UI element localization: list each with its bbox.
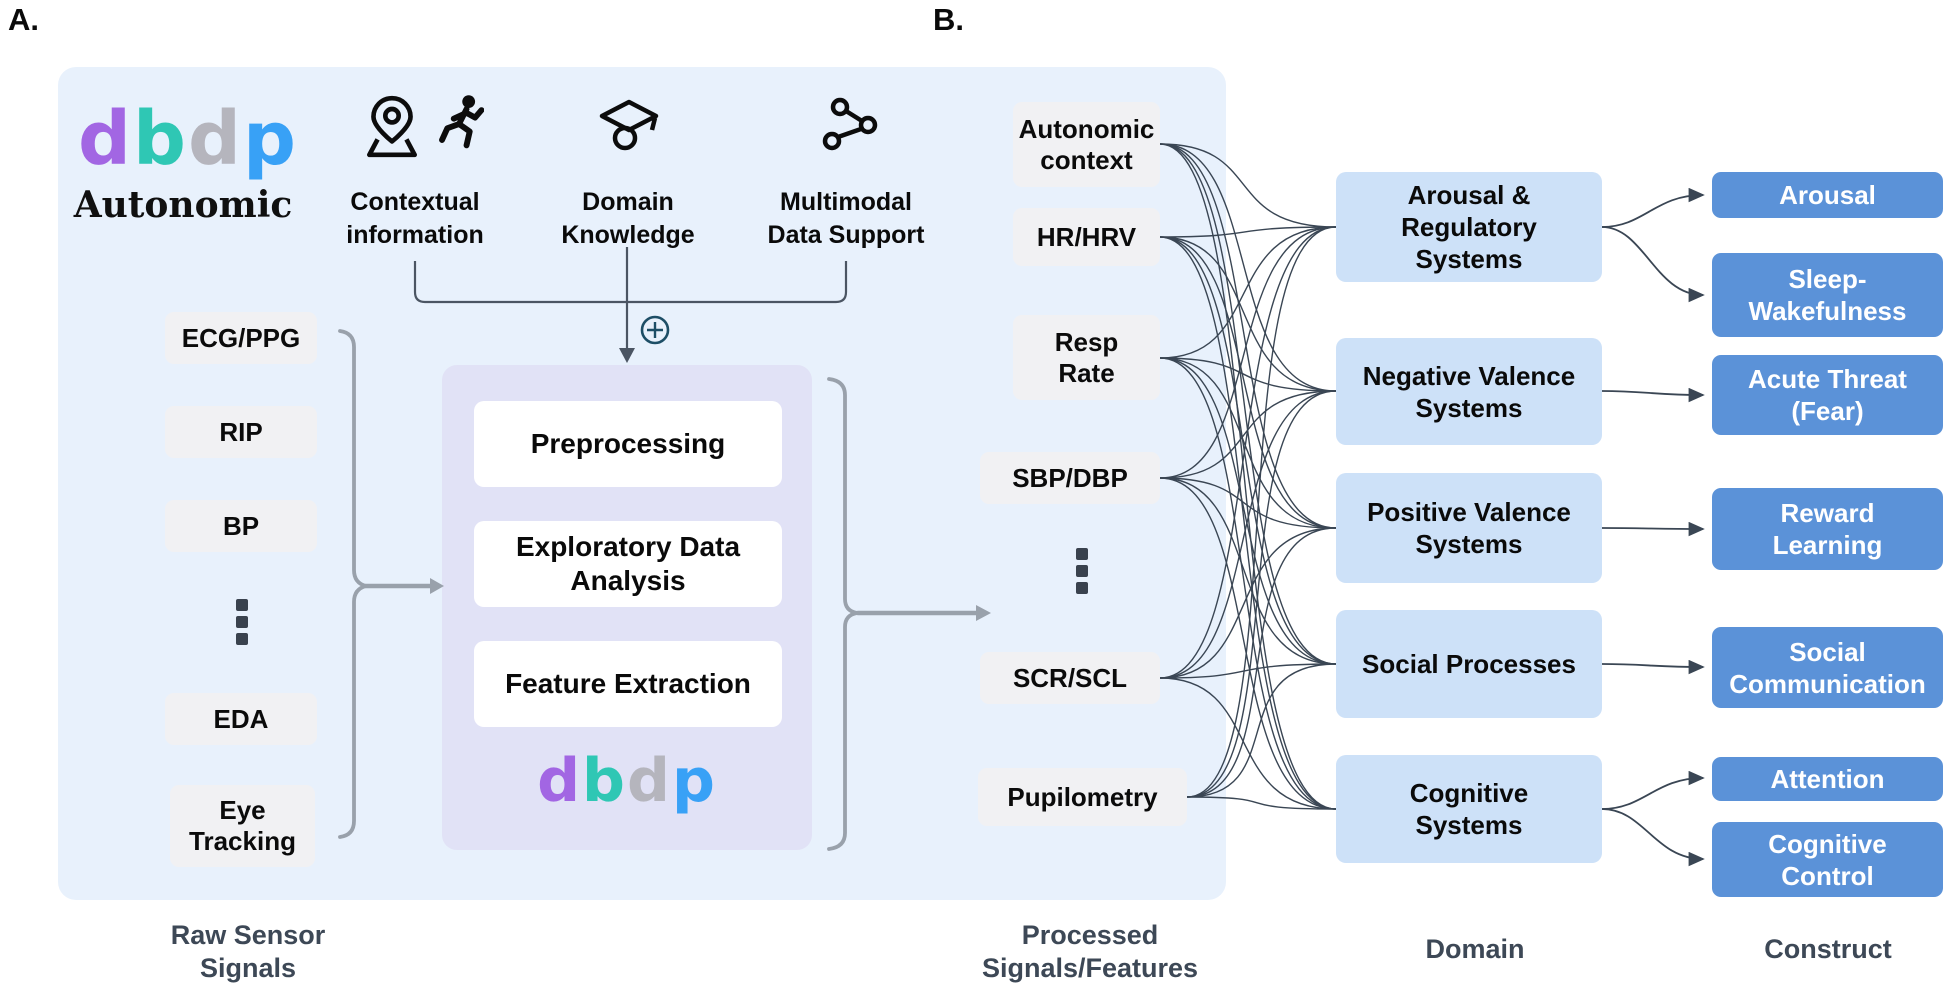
step-exploratory-data-analysis: Exploratory Data Analysis (474, 521, 782, 607)
column-label-domain: Domain (1425, 934, 1525, 964)
vertical-ellipsis-icon (236, 616, 248, 628)
construct-sleep-wakefulness: Sleep- Wakefulness (1712, 253, 1943, 337)
vertical-ellipsis-icon (1076, 582, 1088, 594)
signal-pupilometry: Pupilometry (978, 768, 1187, 826)
step-preprocessing: Preprocessing (474, 401, 782, 487)
vertical-ellipsis-icon (236, 599, 248, 611)
section-a-label: A. (8, 2, 39, 37)
arrow-social_processes-to-social_communication (1601, 659, 1705, 675)
logo-name: Autonomic (73, 184, 293, 226)
logo-letter-b: b (132, 96, 188, 182)
vertical-ellipsis-icon (236, 633, 248, 645)
multimodal-data-support-label: Multimodal Data Support (767, 188, 925, 249)
runner-icon (432, 92, 485, 161)
signal-resp-rate: Resp Rate (1013, 315, 1160, 400)
signal-autonomic-context: Autonomic context (1013, 102, 1160, 187)
raw-signal-rip: RIP (165, 406, 317, 458)
construct-reward-learning: Reward Learning (1712, 488, 1943, 570)
contextual-information-label: Contextual information (346, 188, 484, 249)
construct-arousal: Arousal (1712, 172, 1943, 218)
logo-letter-b: b (582, 746, 627, 816)
share-network-icon (818, 97, 878, 162)
domain-construct-arrows (1601, 187, 1705, 867)
raw-signal-eye-tracking: Eye Tracking (170, 785, 315, 867)
signal-sbp-dbp: SBP/DBP (980, 452, 1160, 504)
domain-arousal-regulatory-systems: Arousal & Regulatory Systems (1336, 172, 1602, 282)
arrow-cognitive_systems-to-cognitive_control (1601, 808, 1705, 867)
arrow-arousal_regulatory-to-arousal (1601, 187, 1705, 228)
domain-knowledge-label: Domain Knowledge (561, 188, 695, 249)
signal-scr-scl: SCR/SCL (980, 652, 1160, 704)
dbdp-logo: dbdp (78, 96, 296, 182)
arrow-arousal_regulatory-to-sleep_wakefulness (1601, 226, 1705, 303)
signal-hr-hrv: HR/HRV (1013, 208, 1160, 266)
arrow-cognitive_systems-to-attention (1601, 770, 1705, 810)
column-label-construct: Construct (1764, 934, 1892, 964)
logo-letter-p: p (242, 96, 298, 182)
construct-social-communication: Social Communication (1712, 627, 1943, 708)
domain-cognitive-systems: Cognitive Systems (1336, 755, 1602, 863)
logo-letter-d2: d (187, 96, 243, 182)
graduation-cap-icon (596, 94, 662, 161)
logo-letter-d2: d (627, 746, 672, 816)
construct-acute-threat-fear: Acute Threat (Fear) (1712, 355, 1943, 435)
dbdp-logo-small: dbdp (462, 746, 792, 816)
step-feature-extraction: Feature Extraction (474, 641, 782, 727)
domain-social-processes: Social Processes (1336, 610, 1602, 718)
logo-letter-d1: d (537, 746, 583, 816)
column-label-processed-signals-features: Processed Signals/Features (981, 920, 1199, 983)
vertical-ellipsis-icon (1076, 565, 1088, 577)
construct-attention: Attention (1712, 757, 1943, 801)
section-b-label: B. (933, 2, 964, 37)
domain-positive-valence-systems: Positive Valence Systems (1336, 473, 1602, 583)
vertical-ellipsis-icon (1076, 548, 1088, 560)
arrow-negative_valence-to-acute_threat (1601, 387, 1705, 403)
arrow-positive_valence-to-reward_learning (1601, 521, 1705, 537)
location-pin-icon (364, 92, 420, 165)
construct-cognitive-control: Cognitive Control (1712, 822, 1943, 897)
logo-letter-p: p (671, 746, 717, 816)
raw-signal-ecg-ppg: ECG/PPG (165, 312, 317, 364)
raw-signal-bp: BP (165, 500, 317, 552)
logo-letter-d1: d (78, 96, 133, 182)
column-label-raw-sensor-signals: Raw Sensor Signals (170, 920, 326, 983)
domain-negative-valence-systems: Negative Valence Systems (1336, 338, 1602, 445)
raw-signal-eda: EDA (165, 693, 317, 745)
